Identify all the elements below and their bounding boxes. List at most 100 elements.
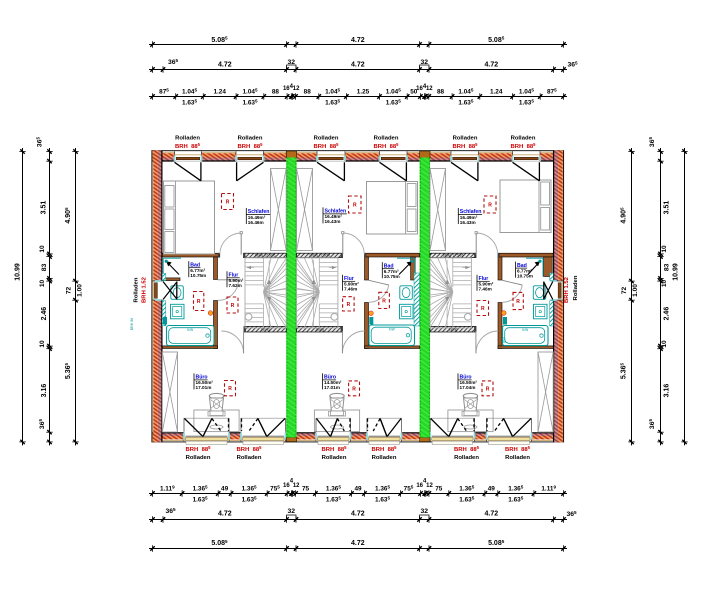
- svg-text:7.46m: 7.46m: [479, 287, 492, 292]
- svg-text:755: 755: [270, 484, 280, 492]
- svg-text:R: R: [226, 200, 230, 206]
- svg-text:Bad: Bad: [517, 263, 527, 269]
- svg-text:4: 4: [290, 479, 294, 485]
- svg-text:1.365: 1.365: [193, 484, 208, 492]
- svg-text:1.24: 1.24: [213, 89, 226, 96]
- svg-text:365: 365: [566, 510, 577, 518]
- svg-text:18Stg 17,5/26: 18Stg 17,5/26: [254, 254, 275, 258]
- svg-text:2.46: 2.46: [664, 307, 671, 321]
- svg-text:1.25: 1.25: [357, 89, 370, 96]
- svg-text:10.75m: 10.75m: [384, 274, 400, 279]
- svg-text:4.72: 4.72: [484, 62, 498, 69]
- svg-text:16.46m: 16.46m: [248, 220, 264, 225]
- svg-text:1.635: 1.635: [508, 495, 523, 503]
- svg-text:49: 49: [221, 486, 229, 493]
- svg-text:R: R: [481, 306, 485, 312]
- svg-text:Schlafen: Schlafen: [460, 209, 482, 215]
- svg-text:BRH 885: BRH 885: [237, 445, 263, 453]
- svg-text:K/W: K/W: [187, 328, 193, 332]
- svg-text:BRH 1.52: BRH 1.52: [564, 276, 570, 303]
- svg-text:1.365: 1.365: [326, 484, 341, 492]
- svg-text:365: 365: [648, 137, 656, 148]
- svg-text:R: R: [516, 299, 520, 305]
- svg-text:49: 49: [354, 486, 362, 493]
- svg-text:1.00: 1.00: [77, 284, 84, 297]
- svg-text:16: 16: [416, 483, 423, 489]
- svg-text:14.50m²: 14.50m²: [324, 380, 342, 385]
- svg-text:12: 12: [426, 86, 433, 92]
- svg-text:1.635: 1.635: [459, 495, 474, 503]
- svg-text:BW: BW: [503, 336, 507, 342]
- svg-text:Rolladen: Rolladen: [237, 455, 262, 461]
- svg-text:18Stg: 18Stg: [261, 328, 270, 332]
- svg-text:Flur: Flur: [479, 276, 489, 282]
- svg-text:17.01m: 17.01m: [324, 385, 340, 390]
- svg-text:1.365: 1.365: [508, 484, 523, 492]
- svg-text:1.635: 1.635: [386, 98, 401, 106]
- svg-text:5.365: 5.365: [619, 362, 627, 379]
- svg-text:R: R: [486, 386, 490, 392]
- svg-text:Büro: Büro: [196, 375, 208, 381]
- svg-text:K/W: K/W: [389, 328, 395, 332]
- svg-text:Rolladen: Rolladen: [505, 455, 530, 461]
- svg-text:4.72: 4.72: [218, 62, 232, 69]
- svg-text:875: 875: [159, 87, 169, 95]
- svg-text:4.72: 4.72: [351, 37, 365, 44]
- svg-text:16.43m: 16.43m: [460, 220, 476, 225]
- svg-text:4.72: 4.72: [218, 511, 232, 518]
- svg-text:BRH 885: BRH 885: [505, 445, 531, 453]
- svg-text:1.365: 1.365: [459, 484, 474, 492]
- svg-text:1.635: 1.635: [242, 495, 257, 503]
- svg-text:3.51: 3.51: [41, 201, 48, 215]
- svg-text:Rolladen: Rolladen: [314, 135, 339, 141]
- svg-text:Flur: Flur: [344, 276, 354, 282]
- svg-text:7.62m: 7.62m: [229, 283, 242, 288]
- svg-text:Rolladen: Rolladen: [238, 135, 263, 141]
- svg-text:1.635: 1.635: [519, 98, 534, 106]
- svg-text:16.49m²: 16.49m²: [248, 215, 266, 220]
- svg-text:1.635: 1.635: [193, 495, 208, 503]
- svg-text:3.16: 3.16: [41, 384, 48, 398]
- svg-text:BRH 885: BRH 885: [238, 142, 264, 150]
- svg-text:10: 10: [39, 245, 46, 253]
- svg-text:18Stg 17,5/26: 18Stg 17,5/26: [442, 254, 463, 258]
- svg-text:755: 755: [404, 484, 414, 492]
- svg-text:4: 4: [290, 84, 294, 90]
- svg-text:BRH 885: BRH 885: [511, 142, 537, 150]
- svg-text:Rolladen: Rolladen: [453, 135, 478, 141]
- svg-text:5.90m²: 5.90m²: [344, 282, 359, 287]
- svg-text:R: R: [228, 386, 232, 392]
- svg-text:12: 12: [426, 483, 433, 489]
- svg-text:88: 88: [304, 89, 312, 96]
- svg-text:Bad: Bad: [190, 262, 200, 268]
- svg-text:4: 4: [423, 84, 427, 90]
- svg-text:3.16: 3.16: [664, 384, 671, 398]
- svg-text:365: 365: [168, 58, 179, 66]
- svg-text:Bad: Bad: [384, 263, 394, 269]
- svg-text:10.99: 10.99: [15, 263, 22, 281]
- svg-text:1.635: 1.635: [458, 98, 473, 106]
- svg-text:12: 12: [293, 86, 300, 92]
- svg-text:5.085: 5.085: [211, 36, 228, 44]
- svg-text:BRH 885: BRH 885: [322, 445, 348, 453]
- svg-text:32: 32: [421, 508, 429, 515]
- svg-text:1.045: 1.045: [519, 87, 534, 95]
- svg-text:4.72: 4.72: [351, 62, 365, 69]
- svg-text:7.46m: 7.46m: [344, 287, 357, 292]
- svg-text:3.51: 3.51: [664, 201, 671, 215]
- svg-text:5.365: 5.365: [64, 362, 72, 379]
- svg-text:49: 49: [488, 486, 496, 493]
- svg-text:365: 365: [35, 137, 43, 148]
- svg-text:75: 75: [435, 486, 443, 493]
- svg-text:1.119: 1.119: [160, 484, 175, 492]
- svg-text:83: 83: [664, 263, 671, 271]
- svg-text:1.635: 1.635: [326, 495, 341, 503]
- svg-text:Rolladen: Rolladen: [186, 455, 211, 461]
- svg-text:BRH 885: BRH 885: [453, 142, 479, 150]
- svg-text:Rolladen: Rolladen: [372, 455, 397, 461]
- svg-text:1.635: 1.635: [182, 98, 197, 106]
- svg-text:10.75m: 10.75m: [517, 273, 533, 278]
- svg-text:18Stg 17,5/26: 18Stg 17,5/26: [309, 254, 330, 258]
- svg-text:1.045: 1.045: [458, 87, 473, 95]
- svg-text:5.085: 5.085: [488, 539, 505, 547]
